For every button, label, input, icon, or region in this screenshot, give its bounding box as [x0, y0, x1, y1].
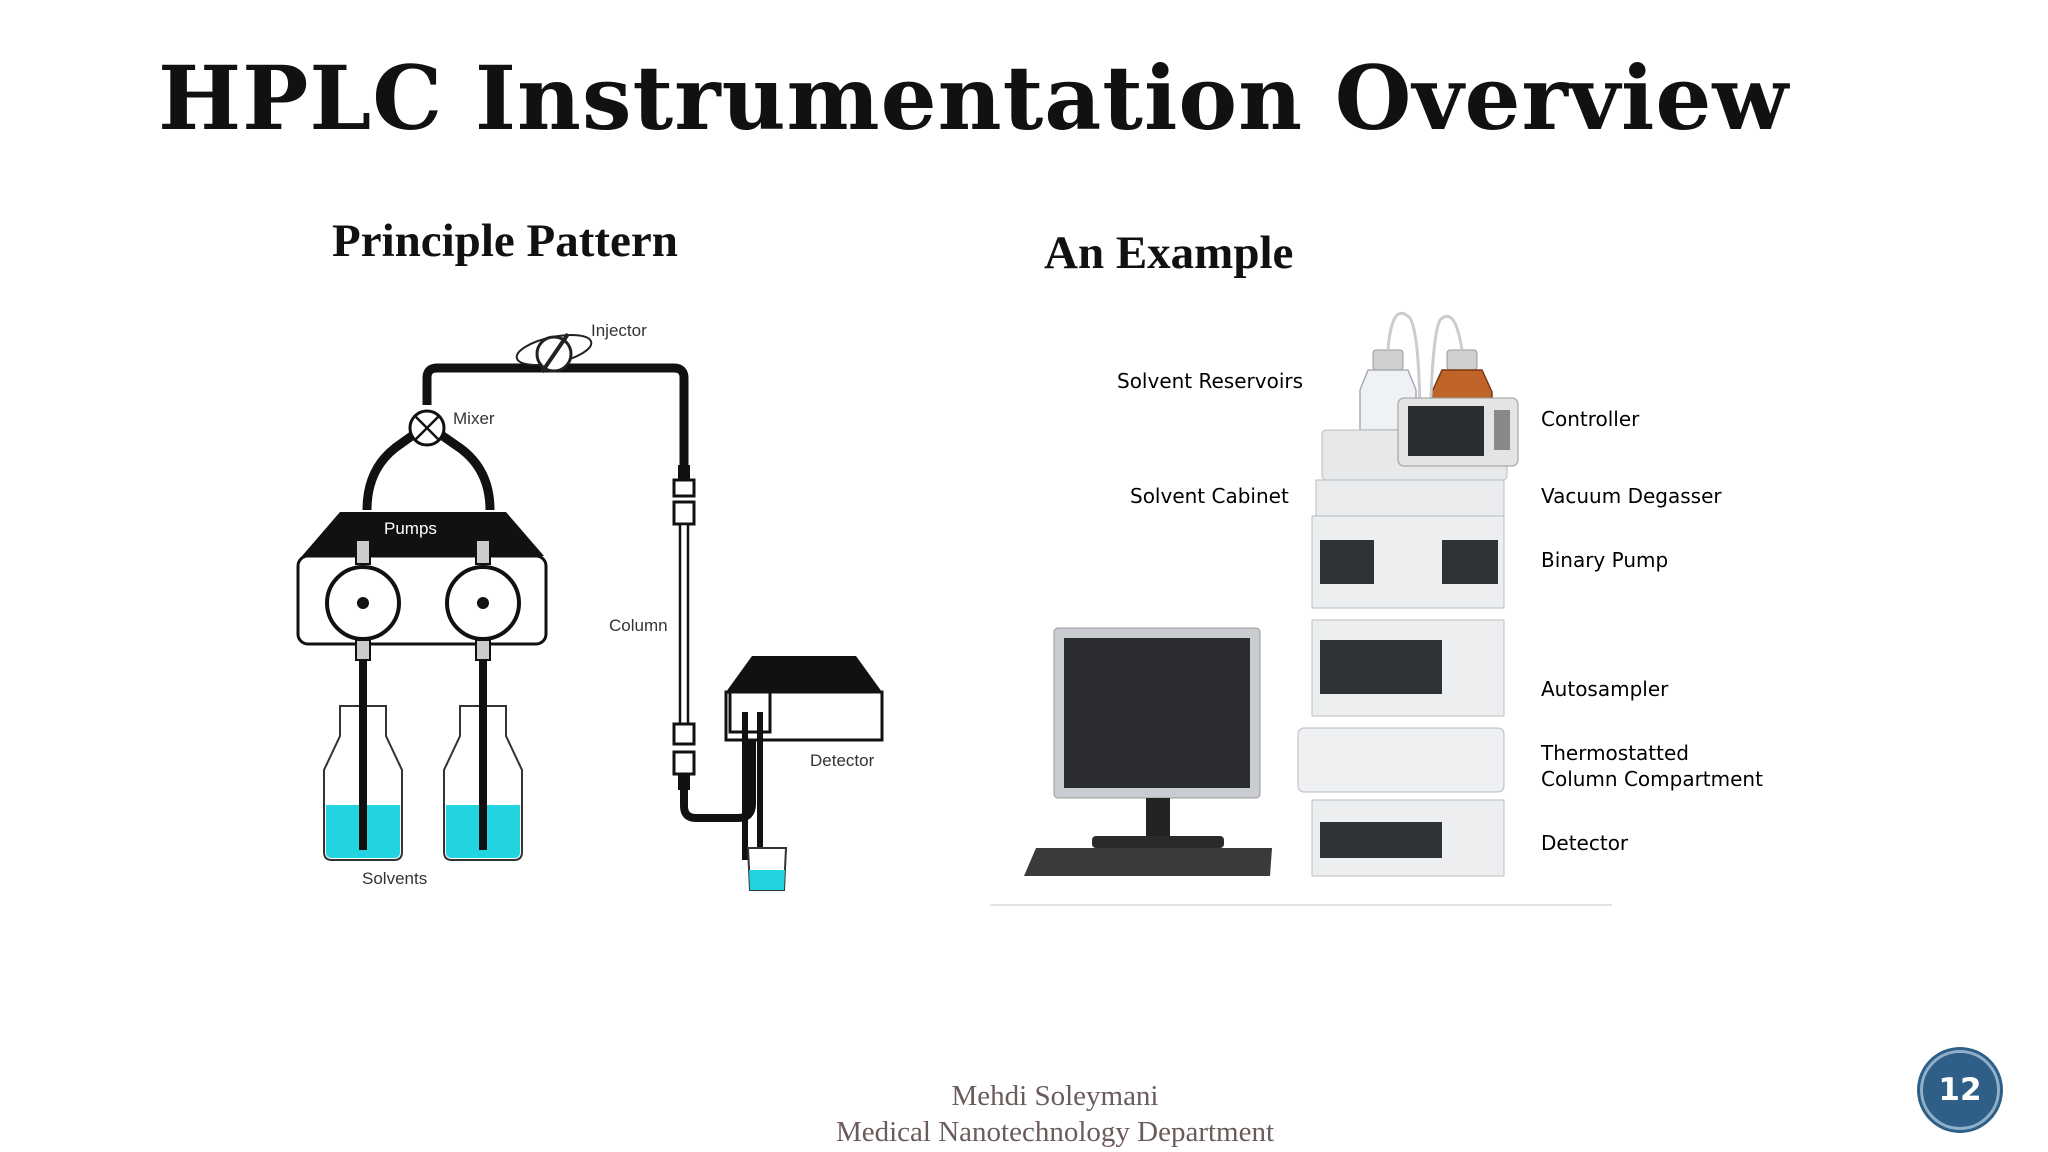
autosampler: [1311, 619, 1505, 717]
callout-binary-pump: Binary Pump: [1541, 548, 1668, 572]
footer-author: Mehdi Soleymani: [951, 1080, 1159, 1112]
callout-column-compartment: Column Compartment: [1541, 767, 1763, 791]
slide-title: HPLC Instrumentation Overview: [158, 46, 1790, 150]
detector-label: Detector: [810, 751, 875, 770]
callout-solvent-cabinet: Solvent Cabinet: [1130, 484, 1289, 508]
column-compartment: [1297, 727, 1505, 793]
keyboard: [1024, 848, 1272, 876]
detector-module: [1311, 799, 1505, 877]
callout-vacuum-degasser: Vacuum Degasser: [1541, 484, 1722, 508]
callout-thermostatted: Thermostatted: [1540, 741, 1689, 765]
column: [672, 465, 696, 790]
footer-department: Medical Nanotechnology Department: [835, 1116, 1275, 1148]
page-number-badge: 12: [1920, 1050, 2000, 1130]
hplc-schematic: Injector Mixer Pumps: [296, 321, 884, 891]
injector-label: Injector: [591, 321, 647, 340]
computer-monitor: [1053, 627, 1261, 848]
principle-pattern-heading: Principle Pattern: [332, 215, 678, 267]
pumps-unit: [296, 512, 548, 661]
callout-solvent-reservoirs: Solvent Reservoirs: [1117, 369, 1303, 393]
example-heading: An Example: [1044, 227, 1294, 279]
controller-handheld: [1397, 397, 1519, 467]
binary-pump: [1311, 515, 1505, 609]
callout-controller: Controller: [1541, 407, 1640, 431]
hplc-system-illustration: [990, 311, 1612, 906]
solvent-bottle-1: [323, 700, 403, 861]
detector-unit: [724, 656, 884, 891]
mixer-label: Mixer: [453, 409, 495, 428]
injector: [515, 332, 593, 374]
callout-detector: Detector: [1541, 831, 1629, 855]
vacuum-degasser: [1315, 479, 1505, 517]
mixer: [408, 409, 446, 447]
column-label: Column: [609, 616, 668, 635]
solvents-label: Solvents: [362, 869, 427, 888]
pumps-label: Pumps: [384, 519, 437, 538]
solvent-bottle-2: [443, 700, 523, 861]
callout-autosampler: Autosampler: [1541, 677, 1669, 701]
